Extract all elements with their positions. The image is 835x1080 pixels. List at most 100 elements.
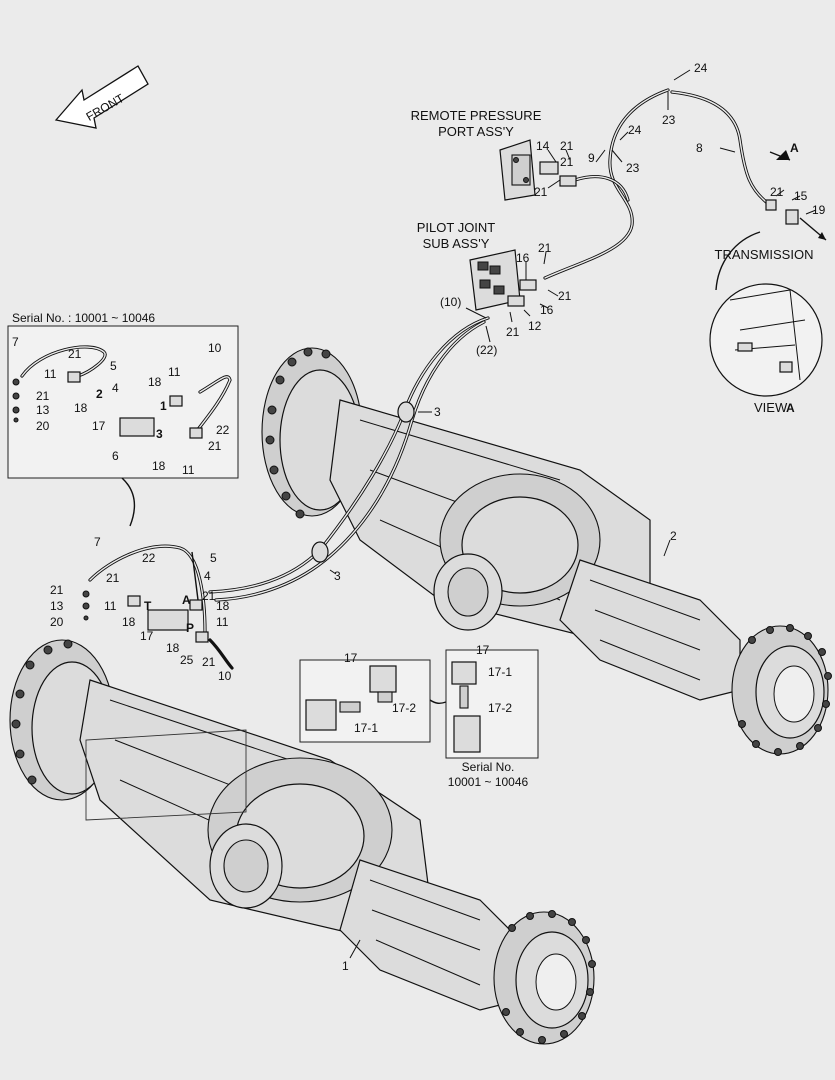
bottom-callout-22: 22 — [142, 551, 156, 565]
inset-callout-18: 18 — [148, 375, 162, 389]
callout-labels: 24 23 8 24 23 9 14 21 21 21 15 19 21 16 … — [12, 61, 826, 973]
serial-inset-box: Serial No. : 10001 ~ 10046 — [7, 311, 239, 527]
transmission-title: TRANSMISSION — [715, 247, 814, 262]
bottom-callout-21: 21 — [50, 583, 64, 597]
bottom-callout-7: 7 — [94, 535, 101, 549]
callout-23: 23 — [662, 113, 676, 127]
bottom-port-A: A — [182, 593, 191, 607]
bottom-callout-18: 18 — [122, 615, 136, 629]
front-right-studs — [502, 910, 596, 1044]
inset-callout-22: 22 — [216, 423, 230, 437]
remote-port-title-2: PORT ASS'Y — [438, 124, 514, 139]
callout-21: 21 — [534, 185, 548, 199]
inset-callout-4: 4 — [112, 381, 119, 395]
inset-callout-6: 6 — [112, 449, 119, 463]
bottom-callout-21: 21 — [106, 571, 120, 585]
inset-link-arc — [121, 477, 136, 527]
pilot-joint: PILOT JOINT SUB ASS'Y — [417, 220, 537, 311]
bottom-callout-11: 11 — [104, 599, 117, 613]
callout-24: 24 — [694, 61, 708, 75]
bottom-callout-20: 20 — [50, 615, 64, 629]
callout-22-ref: (22) — [476, 343, 497, 357]
callout-16: 16 — [516, 251, 530, 265]
serial-small-2: 10001 ~ 10046 — [448, 775, 529, 789]
inset-callout-17: 17 — [92, 419, 106, 433]
fitting-21-trans — [765, 199, 777, 211]
inset-callout-10: 10 — [208, 341, 222, 355]
front-left-studs — [11, 639, 73, 785]
pilot-joint-title-1: PILOT JOINT — [417, 220, 496, 235]
section-plane — [85, 729, 247, 821]
inset-port-1: 1 — [160, 399, 167, 413]
callout-21: 21 — [538, 241, 552, 255]
callout-15: 15 — [794, 189, 808, 203]
fitting-16-lower — [507, 295, 525, 307]
callout-2: 2 — [670, 529, 677, 543]
rear-axle-assembly — [261, 347, 832, 756]
detail-box-17-current — [299, 659, 447, 743]
inset-callout-21: 21 — [68, 347, 82, 361]
bottom-callout-10: 10 — [218, 669, 232, 683]
bottom-valve-cluster — [82, 551, 209, 643]
bottom-callout-17: 17 — [140, 629, 154, 643]
bottom-callout-11: 11 — [216, 615, 229, 629]
bottom-callout-25: 25 — [180, 653, 194, 667]
remote-port-title-1: REMOTE PRESSURE — [411, 108, 542, 123]
bottom-callout-21: 21 — [202, 589, 216, 603]
inset-valve-17 — [119, 417, 155, 437]
callout-23: 23 — [626, 161, 640, 175]
transmission-area: A TRANSMISSION VIEW A — [709, 141, 827, 415]
callout-19: 19 — [812, 203, 826, 217]
view-a-circle — [709, 283, 823, 397]
view-a-letter: A — [786, 401, 795, 415]
hose-10-bottom — [208, 638, 234, 670]
fitting-21 — [559, 175, 577, 187]
detail-callout-17-1: 17-1 — [488, 665, 512, 679]
bottom-callout-21: 21 — [202, 655, 216, 669]
inset-callout-21: 21 — [208, 439, 222, 453]
front-axle-assembly — [9, 639, 596, 1045]
callout-12: 12 — [528, 319, 542, 333]
rear-left-studs — [265, 347, 331, 519]
valve-17 — [147, 609, 189, 631]
bottom-callout-18: 18 — [216, 599, 230, 613]
fitting-14 — [539, 161, 559, 175]
inset-callout-11: 11 — [44, 367, 57, 381]
front-right-arm — [339, 859, 521, 1011]
callout-14: 14 — [536, 139, 550, 153]
bottom-port-T: T — [144, 599, 152, 613]
hose-9-branch — [573, 175, 630, 202]
callout-21: 21 — [770, 185, 784, 199]
detail-callout-17-2: 17-2 — [392, 701, 416, 715]
detail-callout-17: 17 — [476, 643, 490, 657]
serial-inset-title: Serial No. : 10001 ~ 10046 — [12, 311, 155, 325]
clamp-3-lower — [311, 541, 329, 563]
inset-port-3: 3 — [156, 427, 163, 441]
leader-lines — [329, 69, 817, 959]
inset-port-2: 2 — [96, 387, 103, 401]
serial-small-1: Serial No. — [462, 760, 515, 774]
inset-callout-5: 5 — [110, 359, 117, 373]
detail-callout-17-1: 17-1 — [354, 721, 378, 735]
callout-8: 8 — [696, 141, 703, 155]
bolt-5 — [191, 551, 199, 601]
callout-9: 9 — [588, 151, 595, 165]
view-a-arrow-letter: A — [790, 141, 799, 155]
callout-21: 21 — [560, 139, 574, 153]
inset-callout-18: 18 — [152, 459, 166, 473]
inset-callout-11: 11 — [168, 365, 181, 379]
detail-callout-17: 17 — [344, 651, 358, 665]
rear-right-studs — [738, 624, 832, 756]
callout-21: 21 — [506, 325, 520, 339]
view-a-word: VIEW — [754, 400, 788, 415]
inset-callout-18: 18 — [74, 401, 88, 415]
clamp-3-upper — [397, 401, 415, 423]
inset-callout-7: 7 — [12, 335, 19, 349]
remote-pressure-port: REMOTE PRESSURE PORT ASS'Y — [411, 108, 577, 201]
callout-3: 3 — [334, 569, 341, 583]
bottom-callout-5: 5 — [210, 551, 217, 565]
detail-callout-17-2: 17-2 — [488, 701, 512, 715]
pilot-joint-title-2: SUB ASS'Y — [423, 236, 490, 251]
